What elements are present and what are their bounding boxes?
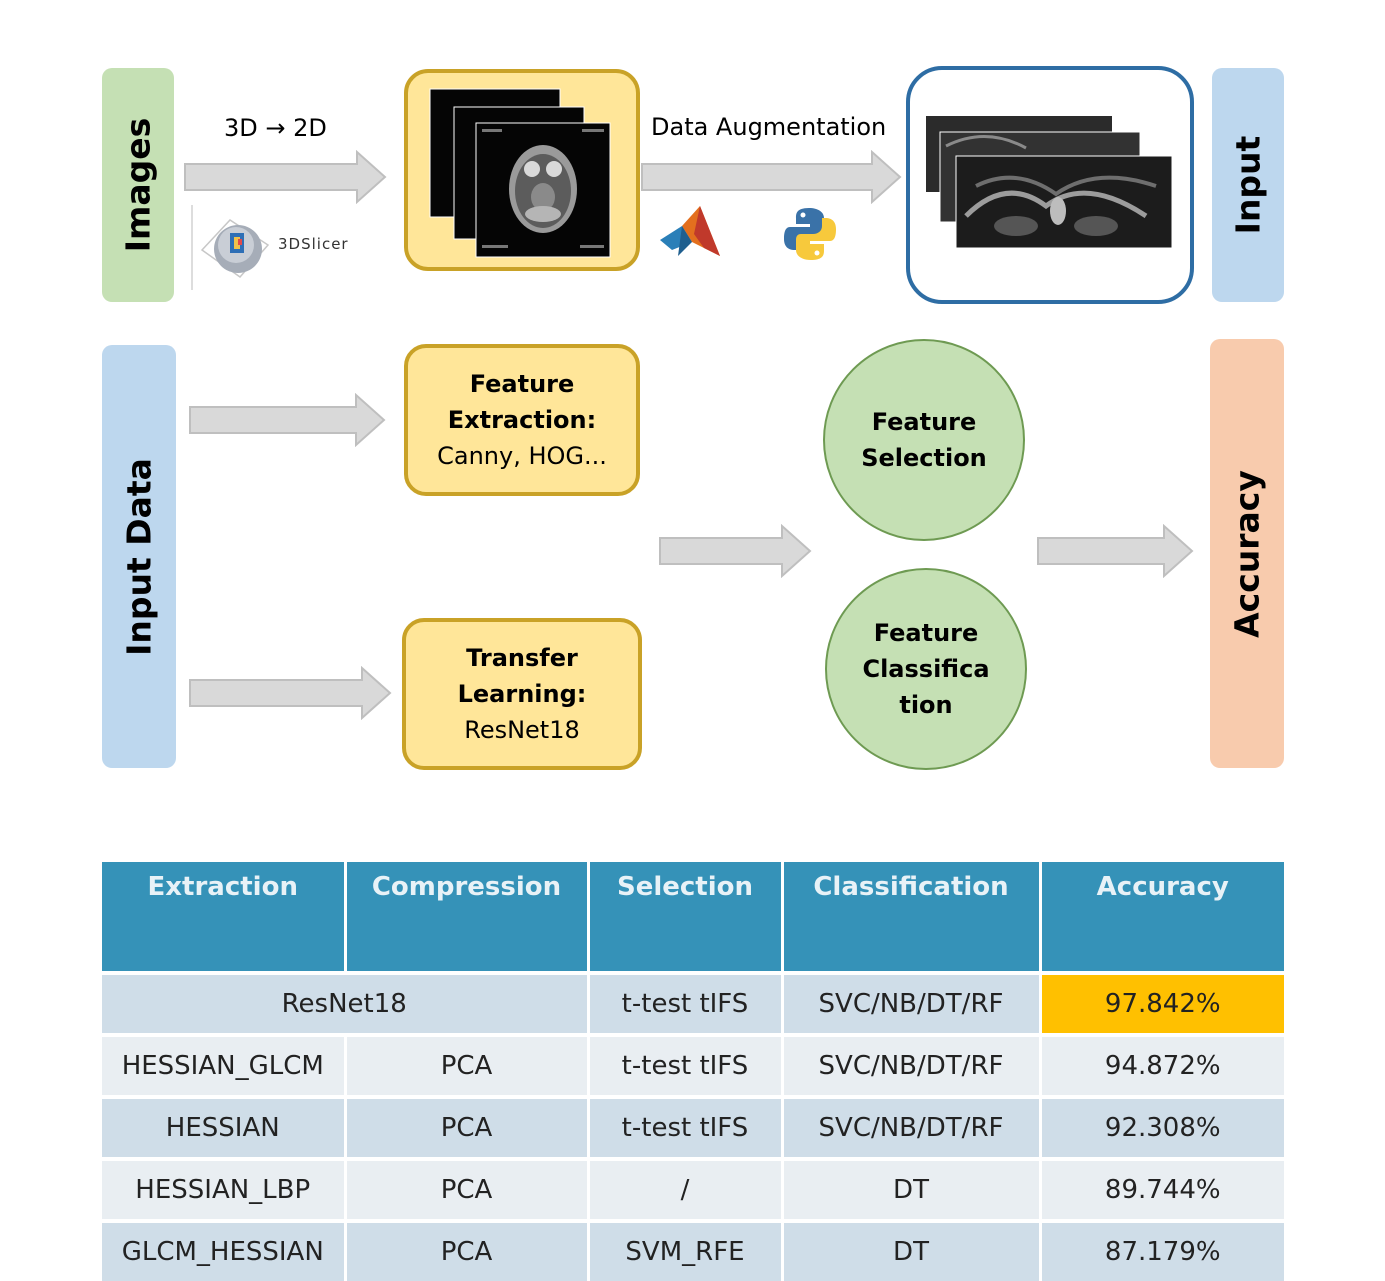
cell-selection: t-test tIFS xyxy=(588,971,784,1035)
cell-extraction: GLCM_HESSIAN xyxy=(102,1219,347,1281)
3dslicer-logo-icon xyxy=(191,205,270,290)
arrow-to-transfer-learning xyxy=(189,666,392,720)
header-classification: Classification xyxy=(782,862,1042,973)
header-compression: Compression xyxy=(345,862,590,973)
python-logo-icon xyxy=(784,208,836,260)
cell-compression: PCA xyxy=(345,1095,590,1159)
cell-compression: PCA xyxy=(345,1033,590,1097)
feature-selection-line1: Feature xyxy=(871,408,977,436)
transfer-learning-line3: ResNet18 xyxy=(464,716,580,744)
3dslicer-label: 3DSlicer xyxy=(278,235,349,253)
table-row: HESSIAN PCA t-test tIFS SVC/NB/DT/RF 92.… xyxy=(102,1095,1284,1159)
table-row: HESSIAN_GLCM PCA t-test tIFS SVC/NB/DT/R… xyxy=(102,1033,1284,1097)
cell-accuracy: 92.308% xyxy=(1040,1095,1284,1159)
cell-classification: DT xyxy=(782,1219,1042,1281)
input-label-bar: Input xyxy=(1212,68,1284,302)
accuracy-label: Accuracy xyxy=(1227,469,1267,638)
coronal-mri-stack-icon xyxy=(926,116,1173,249)
feature-selection-line2: Selection xyxy=(861,444,987,472)
transfer-learning-box: Transfer Learning: ResNet18 xyxy=(402,618,642,770)
feature-selection-circle: Feature Selection xyxy=(823,339,1025,541)
cell-accuracy: 87.179% xyxy=(1040,1219,1284,1281)
feature-extraction-line1: Feature xyxy=(469,370,575,398)
conversion-label: 3D → 2D xyxy=(224,114,327,142)
header-accuracy: Accuracy xyxy=(1040,862,1284,973)
feature-classification-line3: tion xyxy=(899,691,953,719)
feature-classification-line2: Classifica xyxy=(862,655,990,683)
cell-selection: t-test tIFS xyxy=(588,1033,784,1097)
coronal-mri-box xyxy=(906,66,1194,304)
feature-classification-line1: Feature xyxy=(873,619,979,647)
cell-extraction: HESSIAN_LBP xyxy=(102,1157,347,1221)
axial-mri-box xyxy=(404,69,640,271)
feature-extraction-line3: Canny, HOG... xyxy=(437,442,607,470)
transfer-learning-line2: Learning: xyxy=(457,680,587,708)
table-header-row: Extraction Compression Selection Classif… xyxy=(102,862,1284,973)
cell-selection: t-test tIFS xyxy=(588,1095,784,1159)
cell-classification: DT xyxy=(782,1157,1042,1221)
3dslicer-logo: 3DSlicer xyxy=(190,205,360,290)
feature-extraction-box: Feature Extraction: Canny, HOG... xyxy=(404,344,640,496)
header-extraction: Extraction xyxy=(102,862,347,973)
cell-accuracy: 89.744% xyxy=(1040,1157,1284,1221)
arrow-to-feature-selection xyxy=(659,524,812,578)
header-selection: Selection xyxy=(588,862,784,973)
cell-extraction-compression: ResNet18 xyxy=(102,971,590,1035)
mri-slice-stack-icon xyxy=(429,88,611,258)
table-row: GLCM_HESSIAN PCA SVM_RFE DT 87.179% xyxy=(102,1219,1284,1281)
feature-extraction-line2: Extraction: xyxy=(447,406,597,434)
cell-accuracy-best: 97.842% xyxy=(1040,971,1284,1035)
cell-accuracy: 94.872% xyxy=(1040,1033,1284,1097)
cell-selection: SVM_RFE xyxy=(588,1219,784,1281)
augmentation-label: Data Augmentation xyxy=(651,113,887,141)
results-table: Extraction Compression Selection Classif… xyxy=(102,862,1284,1281)
cell-classification: SVC/NB/DT/RF xyxy=(782,1033,1042,1097)
input-label: Input xyxy=(1228,135,1268,235)
images-label-bar: Images xyxy=(102,68,174,302)
input-data-label-bar: Input Data xyxy=(102,345,176,768)
table-row: HESSIAN_LBP PCA / DT 89.744% xyxy=(102,1157,1284,1221)
arrow-to-feature-extraction xyxy=(189,393,386,447)
cell-selection: / xyxy=(588,1157,784,1221)
matlab-logo-icon xyxy=(660,206,720,256)
cell-classification: SVC/NB/DT/RF xyxy=(782,1095,1042,1159)
feature-classification-circle: Feature Classifica tion xyxy=(825,568,1027,770)
arrow-3d-to-2d xyxy=(184,150,387,204)
transfer-learning-line1: Transfer xyxy=(466,644,578,672)
images-label: Images xyxy=(118,117,158,253)
cell-compression: PCA xyxy=(345,1157,590,1221)
input-data-label: Input Data xyxy=(119,457,159,656)
cell-extraction: HESSIAN xyxy=(102,1095,347,1159)
cell-extraction: HESSIAN_GLCM xyxy=(102,1033,347,1097)
table-row: ResNet18 t-test tIFS SVC/NB/DT/RF 97.842… xyxy=(102,971,1284,1035)
arrow-to-accuracy xyxy=(1037,524,1194,578)
cell-classification: SVC/NB/DT/RF xyxy=(782,971,1042,1035)
accuracy-label-bar: Accuracy xyxy=(1210,339,1284,768)
arrow-augmentation xyxy=(641,150,902,204)
cell-compression: PCA xyxy=(345,1219,590,1281)
